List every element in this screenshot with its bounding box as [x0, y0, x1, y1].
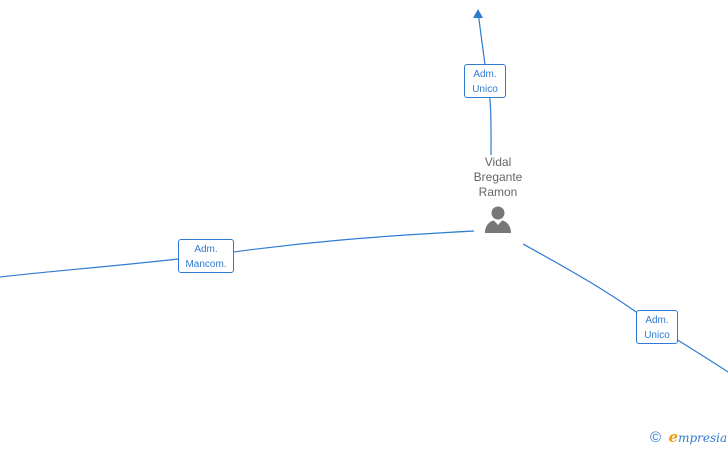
copyright-icon: ©: [650, 428, 662, 446]
person-icon: [485, 206, 511, 233]
edge-label-left-line1: Adm.: [194, 244, 218, 255]
edge-label-top[interactable]: Adm. Unico: [464, 64, 506, 98]
footer-brand: © empresia: [650, 428, 727, 448]
person-name-line3: Ramon: [478, 185, 518, 199]
person-node[interactable]: Vidal Bregante Ramon: [460, 155, 536, 234]
edge-label-top-line1: Adm.: [473, 69, 497, 80]
brand-name: mpresia: [678, 431, 728, 445]
person-name-line1: Vidal: [484, 155, 512, 169]
brand-logo[interactable]: empresia: [669, 428, 728, 446]
edge-label-left[interactable]: Adm. Mancom.: [178, 239, 234, 273]
person-name: Vidal Bregante Ramon: [460, 155, 536, 200]
edge-label-top-line2: Unico: [472, 84, 498, 95]
arrowhead-icon: [473, 9, 483, 18]
brand-initial: e: [668, 428, 679, 446]
edge-right: [522, 243, 728, 373]
edge-label-right[interactable]: Adm. Unico: [636, 310, 678, 344]
person-name-line2: Bregante: [473, 170, 523, 184]
edge-label-left-line2: Mancom.: [185, 259, 227, 270]
edge-label-right-line1: Adm.: [645, 315, 669, 326]
edge-left: [0, 230, 475, 278]
edge-label-right-line2: Unico: [644, 330, 670, 341]
